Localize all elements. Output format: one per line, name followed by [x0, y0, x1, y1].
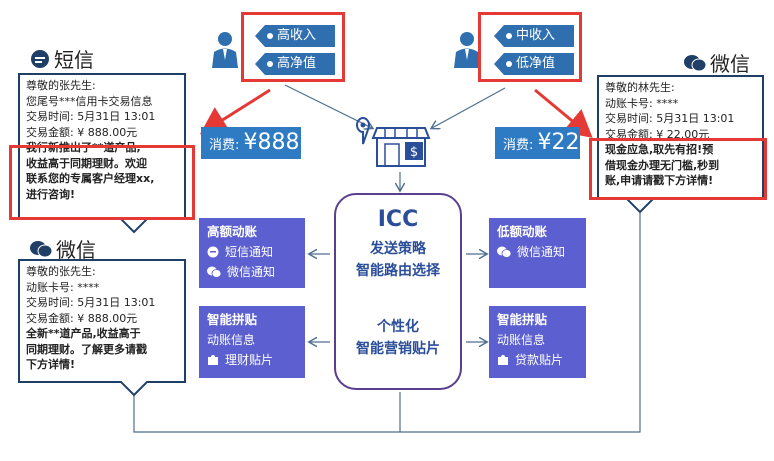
person-icon: [454, 32, 480, 68]
wechat-left-greeting: 尊敬的张先生:: [26, 265, 96, 278]
wechat-right-highlight-redbox: [589, 138, 767, 200]
tag-mid-income-label: 中收入: [516, 28, 556, 43]
tag-high-income: 高收入: [255, 25, 335, 47]
spend-right: 消费: ¥22: [495, 127, 580, 159]
tag-low-networth-label: 低净值: [516, 56, 556, 71]
person-icon: [212, 32, 238, 68]
sms-channel-title: 短信: [30, 44, 94, 73]
sms-line-time: 交易时间: 5月31日 13:01: [26, 110, 156, 123]
sms-line-greeting: 尊敬的张先生:: [26, 79, 96, 92]
wechat-left-highlight-2: 同期理财。了解更多请戳: [26, 342, 147, 356]
tag-high-networth-label: 高净值: [277, 56, 317, 71]
panel-high-wechat: 微信通知: [227, 265, 276, 279]
wechat-icon: [684, 54, 706, 71]
spend-right-value: ¥22: [537, 130, 580, 155]
wechat-right-label: 微信: [710, 52, 750, 76]
puzzle-icon: [498, 355, 508, 365]
puzzle-icon: [208, 355, 218, 365]
wechat-right-greeting: 尊敬的林先生:: [605, 81, 675, 94]
wechat-icon: [497, 246, 511, 258]
panel-smart-paste-right: 智能拼贴 动账信息 贷款贴片: [489, 306, 586, 378]
panel-paste-left-sub: 动账信息: [207, 333, 256, 347]
wechat-left-title: 微信: [30, 234, 96, 263]
wechat-right-title: 微信: [684, 48, 750, 77]
wechat-left-bubble: 尊敬的张先生: 动账卡号: **** 交易时间: 5月31日 13:01 交易金…: [18, 259, 186, 383]
wechat-left-bubble-tail: [120, 381, 148, 397]
sms-highlight-2: 收益高于同期理财。欢迎: [26, 156, 147, 170]
wechat-left-highlight-1: 全新**道产品,收益高于: [26, 327, 141, 340]
panel-paste-left-title: 智能拼贴: [207, 312, 258, 327]
panel-paste-left-item: 理财贴片: [225, 353, 274, 367]
wechat-left-time: 交易时间: 5月31日 13:01: [26, 296, 156, 309]
wechat-right-amount: 交易金额: ¥ 22.00元: [605, 127, 710, 141]
panel-low-wechat: 微信通知: [517, 245, 566, 259]
spend-right-label: 消费:: [503, 138, 534, 153]
wechat-right-bubble-tail: [626, 198, 654, 214]
icc-center-box: ICC 发送策略 智能路由选择 个性化 智能营销贴片: [334, 193, 462, 390]
wechat-right-time: 交易时间: 5月31日 13:01: [605, 112, 735, 125]
svg-text:$: $: [410, 145, 418, 160]
sms-line-card: 您尾号***信用卡交易信息: [26, 94, 153, 108]
icc-title: ICC: [377, 207, 419, 232]
left-tags-redbox: [241, 12, 345, 82]
icc-strategy: 发送策略: [370, 241, 426, 257]
panel-paste-right-sub: 动账信息: [497, 333, 546, 347]
spend-left: 消费: ¥888: [201, 127, 301, 159]
sms-highlight-4: 进行咨询!: [26, 187, 76, 201]
sms-highlight-redbox: [9, 145, 195, 220]
panel-high-sms: 短信通知: [225, 245, 274, 259]
tag-low-networth: 低净值: [494, 53, 574, 75]
sms-line-amount: 交易金额: ¥ 888.00元: [26, 125, 138, 139]
wechat-right-card: 动账卡号: ****: [605, 96, 679, 110]
wechat-right-highlight-1: 现金应急,取先有招!预: [605, 143, 714, 156]
icc-personalized: 个性化: [377, 319, 419, 335]
sms-channel-label: 短信: [54, 48, 94, 72]
wechat-left-amount: 交易金额: ¥ 888.00元: [26, 311, 138, 325]
sms-bubble-tail: [120, 218, 148, 234]
wechat-icon: [207, 266, 221, 278]
wechat-right-bubble: 尊敬的林先生: 动账卡号: **** 交易时间: 5月31日 13:01 交易金…: [597, 75, 764, 200]
icc-smart-paste: 智能营销贴片: [356, 341, 440, 357]
tag-high-income-label: 高收入: [277, 28, 317, 43]
sms-icon: [31, 49, 49, 68]
spend-left-value: ¥888: [243, 130, 300, 155]
wechat-right-highlight-3: 账,申请请戳下方详情!: [605, 174, 714, 187]
panel-low-amount: 低额动账 微信通知: [489, 218, 586, 288]
panel-paste-right-title: 智能拼贴: [497, 312, 548, 327]
spend-left-label: 消费:: [209, 138, 240, 153]
wechat-left-card: 动账卡号: ****: [26, 280, 100, 294]
panel-smart-paste-left: 智能拼贴 动账信息 理财贴片: [199, 306, 305, 378]
wechat-left-label: 微信: [56, 238, 96, 262]
panel-high-amount: 高额动账 短信通知 微信通知: [199, 218, 305, 288]
panel-paste-right-item: 贷款贴片: [515, 353, 564, 367]
panel-high-amount-title: 高额动账: [207, 224, 258, 239]
store-icon: $: [355, 116, 431, 167]
panel-low-amount-title: 低额动账: [497, 224, 548, 239]
icc-routing: 智能路由选择: [356, 263, 440, 279]
right-tags-redbox: [478, 12, 582, 82]
wechat-icon: [30, 240, 52, 257]
wechat-right-highlight-2: 借现金办理无门槛,秒到: [605, 158, 720, 172]
tag-high-networth: 高净值: [255, 53, 335, 75]
sms-highlight-3: 联系您的专属客户经理xx,: [26, 172, 155, 185]
tag-mid-income: 中收入: [494, 25, 574, 47]
wechat-left-highlight-3: 下方详情!: [26, 358, 76, 371]
sms-icon: [207, 246, 219, 258]
